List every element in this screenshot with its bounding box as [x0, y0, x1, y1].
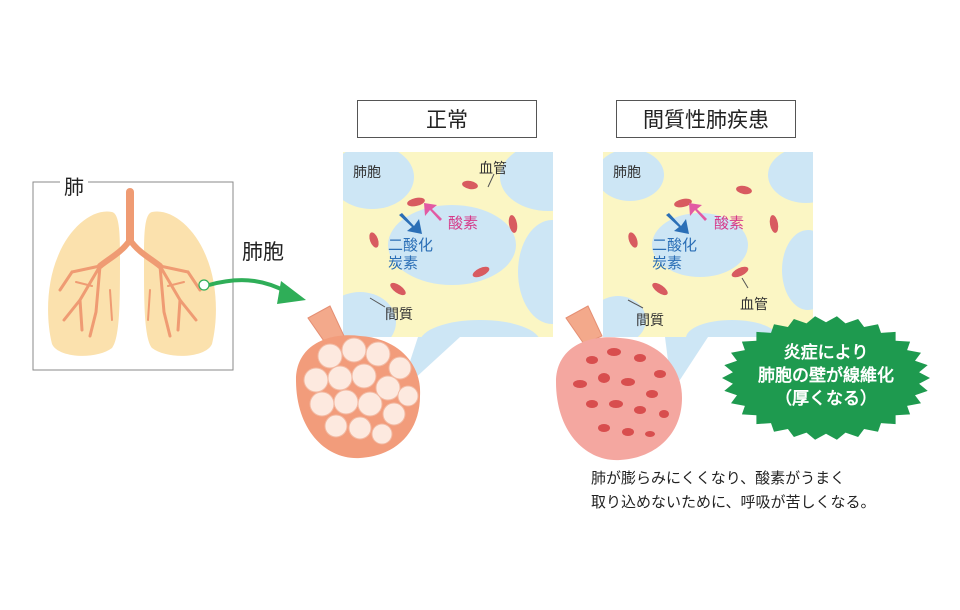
badge-line1: 炎症により — [783, 343, 869, 363]
normal-alveolus-label: 肺胞 — [353, 165, 381, 181]
disease-header-text: 間質性肺疾患 — [643, 108, 769, 132]
caption-line1: 肺が膨らみにくくなり、酸素がうまく — [591, 469, 846, 487]
alveolus-highlight — [198, 279, 210, 291]
normal-oxygen-label: 酸素 — [448, 214, 479, 232]
zoom-arrow — [208, 278, 306, 304]
lungs-title: 肺 — [60, 171, 88, 200]
disease-co2-line1: 二酸化 — [652, 236, 698, 254]
normal-co2-line1: 二酸化 — [388, 236, 434, 254]
disease-alveolus-label: 肺胞 — [613, 165, 641, 181]
disease-co2-line2: 炭素 — [652, 254, 683, 272]
bronchial-tree — [58, 188, 202, 338]
oxygen-arrow-icon — [424, 203, 442, 221]
normal-header: 正常 — [357, 100, 537, 138]
badge-line3: （厚くなる） — [775, 389, 877, 409]
diseased-alveoli-cluster — [556, 305, 682, 461]
disease-co2-label: 二酸化 炭素 — [652, 236, 697, 272]
disease-oxygen-label: 酸素 — [714, 214, 745, 232]
normal-zoom-box — [343, 152, 553, 392]
disease-interstitium-label: 間質 — [636, 313, 664, 329]
normal-alveoli-cluster — [296, 305, 421, 459]
normal-vessel-label: 血管 — [479, 161, 507, 177]
disease-zoom-box — [603, 152, 813, 392]
normal-co2-line2: 炭素 — [388, 254, 419, 272]
alveolus-arrow-label: 肺胞 — [242, 240, 284, 264]
inflammation-badge — [722, 316, 930, 440]
normal-interstitium-label: 間質 — [385, 307, 413, 323]
badge-line2: 肺胞の壁が線維化 — [758, 366, 894, 386]
disease-header: 間質性肺疾患 — [616, 100, 796, 138]
caption-line2: 取り込めないために、呼吸が苦しくなる。 — [591, 493, 876, 511]
normal-co2-label: 二酸化 炭素 — [388, 236, 433, 272]
red-blood-cells — [369, 180, 518, 296]
co2-arrow-icon — [399, 213, 422, 234]
disease-vessel-label: 血管 — [740, 297, 768, 313]
normal-header-text: 正常 — [426, 108, 468, 132]
badge-text: 炎症により 肺胞の壁が線維化 （厚くなる） — [740, 342, 912, 411]
lungs-panel — [32, 181, 234, 371]
symptom-caption: 肺が膨らみにくくなり、酸素がうまく 取り込めないために、呼吸が苦しくなる。 — [591, 466, 876, 514]
